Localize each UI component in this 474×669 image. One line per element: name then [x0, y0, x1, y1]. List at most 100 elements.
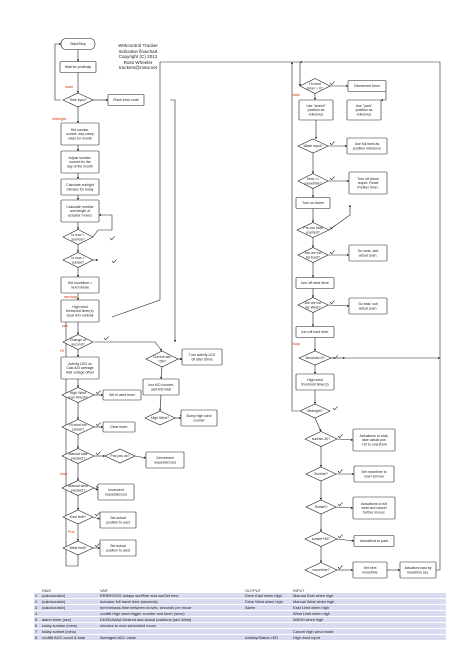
process-shape — [60, 150, 100, 174]
legend-header-ram: RAM — [42, 588, 51, 593]
node-sunrise-q: Sunrise? — [305, 466, 337, 482]
node-label: Turn activity LED — [189, 353, 216, 357]
process-shape — [352, 561, 388, 579]
legend-cell-num: 3 — [34, 604, 41, 611]
variable-legend: RAM VAR OUTPUT INPUT 1(calc/scratch)RRRR… — [34, 588, 446, 641]
node-label: Set movetime = — [68, 281, 92, 285]
legend-cell-input — [292, 622, 446, 629]
node-label: High Wind? — [151, 416, 169, 420]
decision-shape — [297, 138, 329, 154]
node-label: Set next — [364, 566, 377, 570]
decision-shape — [296, 222, 330, 238]
check-mark-icon — [337, 534, 343, 539]
legend-row: 2(calc/scratch)Actuator full travel time… — [34, 598, 446, 605]
process-shape — [107, 94, 145, 106]
node-label: PreRun timer. — [357, 185, 378, 189]
decision-shape — [145, 350, 179, 368]
legend-row: 3(calc/scratch)mmmmssss time between mov… — [34, 604, 446, 611]
process-shape — [295, 197, 331, 209]
legend-cell-ram — [41, 610, 99, 617]
flow-flag: midnight — [52, 117, 67, 121]
decision-shape — [304, 431, 338, 447]
node-label: sunset+30? — [312, 537, 330, 541]
check-mark-icon — [337, 565, 343, 570]
process-shape — [348, 244, 388, 262]
process-shape — [60, 276, 100, 294]
process-shape — [102, 421, 136, 433]
node-label: Actuations to park — [360, 539, 388, 543]
node-set-wind-timer: Set hi wind timer — [102, 389, 142, 401]
node-label: Calc A/D average — [66, 366, 93, 370]
node-label: day of the month — [67, 164, 93, 168]
flow-connector — [54, 42, 62, 101]
legend-cell-ram: today sunrise (mins) — [41, 622, 99, 629]
node-seconds-0: Seconds=0? — [298, 350, 332, 366]
node-west-limit: West limit? — [62, 540, 94, 556]
legend-cell-var: DDDDAAAA Desired and Actual positions (s… — [99, 616, 244, 623]
node-label: Use "park" — [356, 104, 373, 108]
process-shape — [60, 199, 100, 223]
chart-title-block: Webcontrol Tracker Indicative flowchart … — [103, 43, 173, 71]
process-shape — [102, 389, 142, 401]
legend-cell-output — [244, 622, 292, 629]
node-label: position to east — [106, 520, 130, 524]
legend-cell-ram: (calc/scratch) — [41, 604, 99, 611]
node-label: Wash input? — [303, 144, 322, 148]
process-shape — [348, 171, 388, 195]
node-label: position as — [356, 108, 373, 112]
node-label: Go west, add — [358, 249, 379, 253]
process-shape — [60, 356, 100, 380]
node-label: sunset, day creep — [66, 132, 94, 136]
node-turn-off-east: turn off east drive — [295, 326, 335, 338]
node-label: Is now > — [71, 256, 84, 260]
legend-header-var: VAR — [100, 588, 108, 593]
node-label: movetime sec. — [407, 570, 430, 574]
node-label: minutes for today — [67, 187, 94, 191]
legend-cell-num: 7 — [34, 628, 41, 635]
flow-flag: main — [292, 93, 300, 97]
process-shape — [145, 451, 185, 469]
process-shape — [97, 483, 135, 501]
node-label: threshold timer(s) — [301, 382, 328, 386]
node-clear-timer: Clear timer. — [102, 421, 136, 433]
title-line: Ross Wheeler — [123, 59, 153, 65]
decision-shape — [62, 540, 94, 556]
legend-cell-output — [244, 616, 292, 623]
node-decrement-timer: Decrement timer — [347, 80, 387, 92]
legend-cell-input: West Limit when high — [292, 610, 446, 617]
flow-connector — [93, 487, 99, 491]
flow-connector — [327, 304, 350, 308]
flag-label: loop — [293, 342, 300, 346]
node-label: Pre-run time — [303, 226, 322, 230]
process-shape — [295, 277, 335, 289]
process-shape — [295, 373, 335, 391]
node-label: further moves — [363, 510, 385, 514]
node-label: Set actual — [110, 544, 126, 548]
legend-cell-var: Averaged ADC value — [99, 634, 244, 641]
node-label: Actuations to east, — [360, 434, 389, 438]
node-label: Hi wind — [309, 82, 321, 86]
legend-cell-input: WASH when high — [292, 616, 446, 623]
title-line: Webcontrol Tracker — [118, 43, 158, 48]
node-label: Set hi wind timer — [109, 393, 136, 397]
node-act-park: Actuations to park — [353, 535, 395, 547]
node-label: Use full west as — [355, 142, 380, 146]
legend-cell-ram: alarm timer (sec) — [41, 616, 99, 623]
decision-shape — [62, 334, 94, 350]
legend-cell-var: cccttttt High wind trigger counter and t… — [99, 610, 244, 617]
node-sunrise-30: sunrise-30? — [304, 431, 338, 447]
flag-label: main — [65, 85, 73, 89]
node-high-wind-q: High Wind? — [144, 410, 176, 426]
node-label: position as — [308, 108, 325, 112]
